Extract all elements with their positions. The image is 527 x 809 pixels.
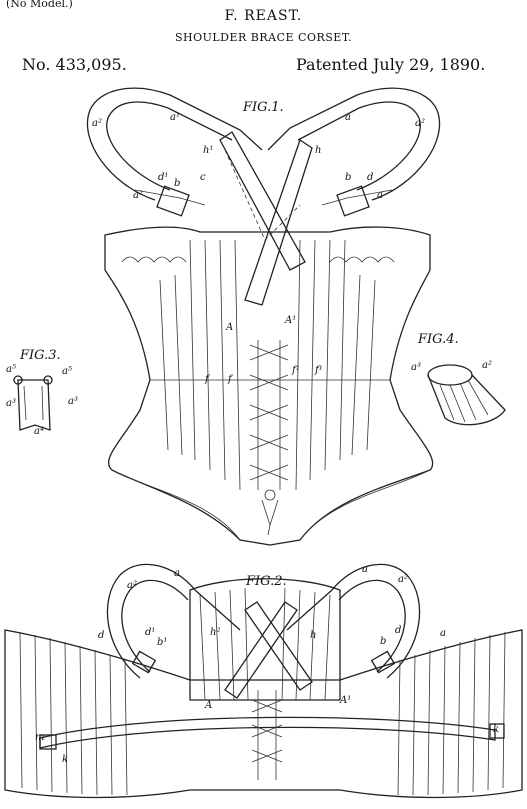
ref-label: f [228,374,232,385]
figure-2-drawing [4,563,523,799]
ref-label: a² [415,118,425,129]
ref-label: f¹ [292,365,300,376]
ref-label: d [367,172,374,183]
ref-label: a [174,568,180,579]
ref-label: b [174,178,181,189]
ref-label: a⁵ [62,366,72,377]
ref-label: A¹ [285,315,297,326]
ref-label: f¹ [315,365,323,376]
ref-label: d¹ [145,627,156,638]
ref-label: m [35,732,45,743]
figure-4-caption: FIG.4. [418,332,459,347]
ref-label: c [200,172,206,183]
ref-label: a [362,564,368,575]
ref-label: A¹ [340,695,352,706]
ref-label: a⁴ [34,426,44,437]
figure-2-caption: FIG.2. [246,574,287,589]
ref-label: h [310,630,317,641]
ref-label: h [315,145,322,156]
ref-label: a² [133,190,143,201]
ref-label: h¹ [203,145,214,156]
ref-label: A [205,700,213,711]
ref-label: f [205,374,209,385]
patent-number: No. 433,095. [22,55,127,74]
figure-3-drawing [13,375,53,431]
ref-label: a³ [68,396,78,407]
ref-label: d [98,630,105,641]
ref-label: k [493,724,500,735]
right-shoulder-strap [267,87,441,201]
ref-label: b¹ [157,637,168,648]
ref-label: a³ [411,362,421,373]
figure-4-drawing [427,364,506,426]
ref-label: b [380,636,387,647]
inventor-name: F. REAST. [224,8,303,24]
ref-label: a⁵ [6,364,16,375]
ref-label: b [345,172,352,183]
ref-label: k [62,754,69,765]
ref-label: h² [210,627,221,638]
ref-label: A [226,322,234,333]
patent-title: SHOULDER BRACE CORSET. [174,31,353,44]
left-shoulder-strap [86,87,263,201]
ref-label: a² [398,574,408,585]
figure-1-caption: FIG.1. [243,100,284,115]
ref-label: d [395,625,402,636]
corset-band-flat [4,629,523,799]
patent-date: Patented July 29, 1890. [296,55,486,74]
ref-label: a [345,112,351,123]
corset-body [104,226,434,546]
figure-1-drawing [86,87,441,546]
ref-label: a [440,628,446,639]
ref-label: a² [127,580,137,591]
ref-label: a² [92,118,102,129]
no-model-note: (No Model.) [6,0,73,10]
ref-label: a² [482,360,492,371]
ref-label: a³ [6,398,16,409]
figure-3-caption: FIG.3. [20,348,61,363]
ref-label: a¹ [170,112,180,123]
ref-label: d¹ [158,172,169,183]
ref-label: a [377,190,383,201]
